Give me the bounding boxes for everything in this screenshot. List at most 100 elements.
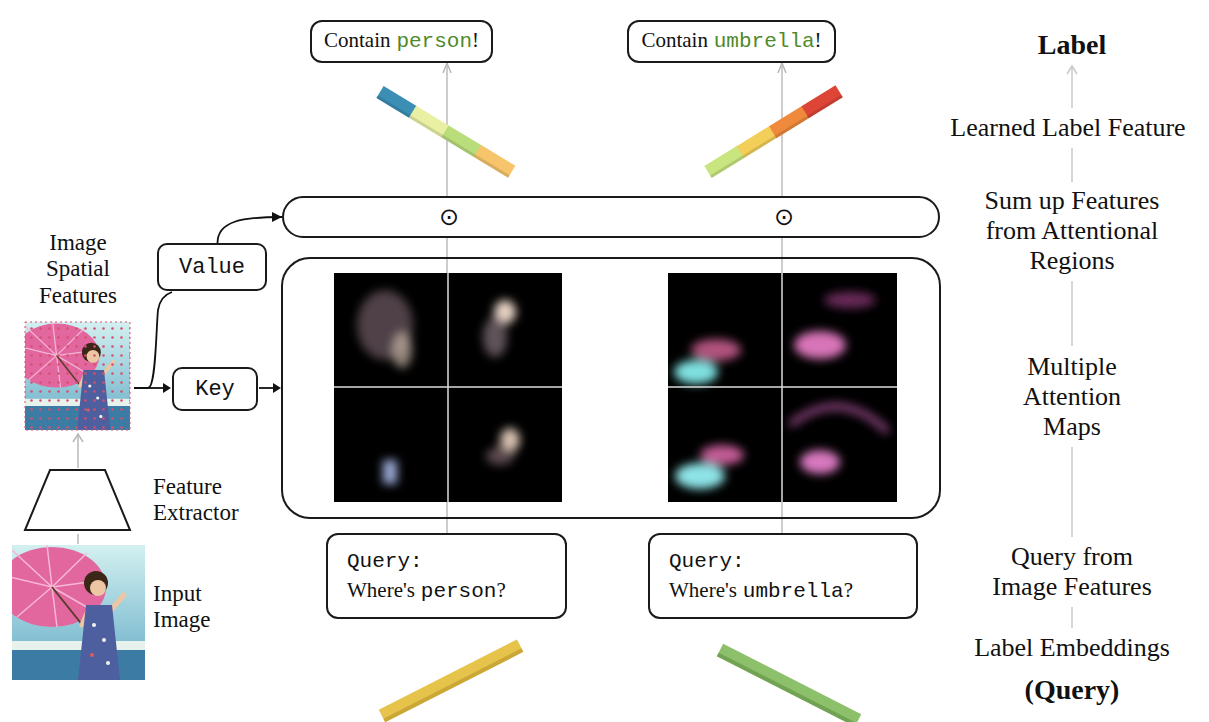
blob bbox=[691, 339, 741, 361]
bar-shade bbox=[710, 95, 843, 178]
box-text: ? bbox=[844, 578, 853, 602]
bar-segment bbox=[801, 85, 842, 118]
flow-line bbox=[1071, 68, 1073, 108]
box-content: Containperson! bbox=[324, 26, 479, 56]
connector bbox=[781, 238, 783, 533]
bar-segment bbox=[717, 644, 861, 722]
bar-segment bbox=[376, 86, 417, 118]
blob bbox=[824, 292, 876, 308]
attention-map bbox=[334, 273, 562, 502]
feature-border bbox=[25, 322, 130, 430]
annotation-label: Multiple Attention Maps bbox=[1007, 352, 1137, 442]
blob bbox=[392, 332, 412, 368]
box-text: Query: bbox=[347, 550, 423, 573]
box-text: ! bbox=[815, 28, 822, 52]
bar-shade bbox=[383, 648, 523, 722]
feature-grid bbox=[25, 322, 130, 430]
blob bbox=[675, 463, 725, 489]
label-feature-bar bbox=[376, 86, 515, 178]
attention-blobs bbox=[674, 292, 888, 489]
box-text: ? bbox=[496, 578, 505, 602]
annotation-label: Input Image bbox=[153, 581, 243, 634]
bar-shade bbox=[717, 653, 857, 722]
box-content: Query: Where'sperson? bbox=[347, 546, 506, 607]
arrow-head bbox=[163, 383, 171, 393]
operator-symbol: ⊙ bbox=[774, 205, 794, 229]
label-embedding-bar bbox=[379, 639, 523, 722]
arrow-head bbox=[1067, 66, 1077, 74]
flow-line bbox=[77, 534, 79, 544]
box-text: Where's bbox=[347, 578, 415, 602]
bar-segment bbox=[474, 145, 515, 178]
operator-symbol: ⊙ bbox=[439, 205, 459, 229]
text-line: Key bbox=[195, 373, 235, 405]
bar-segment bbox=[769, 106, 810, 138]
value-box: Value bbox=[157, 243, 267, 291]
arrow-head bbox=[273, 383, 281, 393]
map-divider bbox=[334, 386, 562, 388]
annotation-label: Label Embeddings bbox=[974, 633, 1170, 663]
bar-segment bbox=[379, 639, 523, 722]
bar-segment bbox=[409, 106, 450, 138]
box-text: Contain bbox=[641, 28, 708, 52]
output-box: Contain umbrella! bbox=[627, 20, 836, 63]
key-box: Key bbox=[172, 367, 258, 411]
flow-line bbox=[1071, 281, 1073, 346]
annotation-label: Label bbox=[1038, 29, 1106, 61]
box-text: Key bbox=[195, 377, 235, 402]
output-box: Containperson! bbox=[310, 20, 493, 63]
bar-shade bbox=[376, 95, 509, 177]
key-arrow bbox=[259, 387, 274, 389]
value-branch bbox=[134, 292, 172, 388]
annotation-label: Image Spatial Features bbox=[23, 230, 133, 309]
box-content: Contain umbrella! bbox=[641, 26, 821, 56]
blob bbox=[674, 360, 718, 384]
query-box: Query: Where'sumbrella? bbox=[648, 533, 918, 619]
attention-map bbox=[668, 273, 897, 502]
blob bbox=[486, 447, 514, 465]
sum-pill: ⊙⊙ bbox=[282, 196, 940, 238]
annotation-label: Sum up Features from Attentional Regions bbox=[965, 186, 1180, 276]
box-content: Value bbox=[179, 251, 245, 283]
box-text: Query: bbox=[669, 550, 745, 573]
flow-line bbox=[1071, 607, 1073, 628]
box-text: Contain bbox=[324, 28, 391, 52]
blob bbox=[383, 460, 397, 484]
feature-extractor-shape bbox=[25, 470, 130, 530]
annotation-label: Feature Extractor bbox=[153, 474, 263, 527]
label-feature-bar bbox=[704, 85, 843, 178]
box-content: Query: Where'sumbrella? bbox=[669, 546, 853, 607]
text-line: Query: bbox=[347, 546, 506, 576]
blob bbox=[790, 407, 888, 432]
blob bbox=[700, 445, 744, 465]
arrow-head bbox=[73, 434, 83, 442]
feature-thumbnail bbox=[14, 322, 130, 430]
box-text: umbrella bbox=[714, 30, 815, 53]
blob bbox=[800, 450, 840, 474]
flow-line bbox=[1071, 148, 1073, 182]
box-text: ! bbox=[472, 28, 479, 52]
annotation-label: Query from Image Features bbox=[987, 542, 1157, 602]
text-line: Value bbox=[179, 251, 245, 283]
annotation-label: Learned Label Feature bbox=[950, 113, 1185, 143]
text-line: Containperson! bbox=[324, 26, 479, 56]
bar-segment bbox=[704, 146, 745, 178]
blob bbox=[483, 317, 507, 357]
label-embedding-bar bbox=[717, 644, 861, 722]
bar-segment bbox=[737, 126, 778, 158]
query-box: Query: Where'sperson? bbox=[326, 533, 567, 619]
key-branch bbox=[148, 387, 164, 389]
text-line: Contain umbrella! bbox=[641, 26, 821, 56]
text-line: Query: bbox=[669, 546, 853, 576]
box-text: umbrella bbox=[743, 580, 844, 603]
blob bbox=[794, 331, 846, 359]
text-line: Where'sperson? bbox=[347, 576, 506, 606]
attention-panel bbox=[282, 258, 940, 518]
input-image bbox=[0, 545, 145, 680]
flow-line bbox=[1071, 447, 1073, 537]
text-line: Where'sumbrella? bbox=[669, 576, 853, 606]
connector bbox=[218, 217, 283, 243]
map-divider bbox=[668, 386, 897, 388]
bar-segment bbox=[441, 125, 482, 157]
